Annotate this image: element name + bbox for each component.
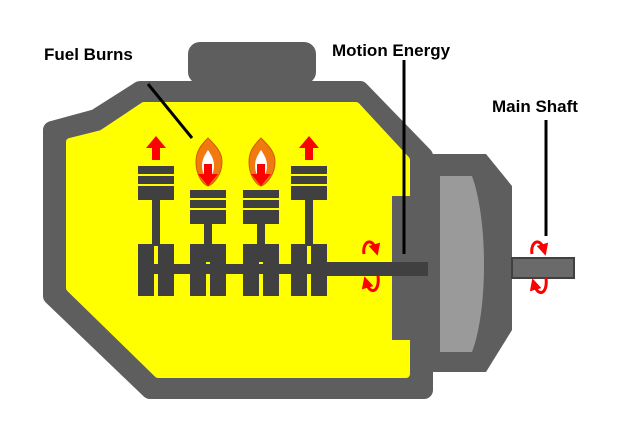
rotation-arrow-icon [361, 240, 381, 292]
piston-assembly [243, 190, 279, 296]
engine-top-cap [188, 42, 316, 84]
label-fuel-burns: Fuel Burns [44, 45, 133, 64]
rotation-arrow-icon [529, 240, 549, 294]
arrow-up-icon [299, 136, 319, 160]
flywheel [440, 176, 484, 352]
piston-assembly [291, 166, 327, 296]
label-main-shaft: Main Shaft [492, 97, 578, 116]
flame-icon [248, 137, 276, 187]
engine-interior [66, 102, 410, 378]
leader-line [146, 83, 194, 139]
label-motion-energy: Motion Energy [332, 41, 451, 60]
crankshaft-line [144, 264, 326, 274]
flame-icon [195, 137, 223, 187]
main-shaft [511, 257, 575, 279]
piston-assembly [138, 166, 174, 296]
crank-shaft [322, 262, 428, 276]
piston-assembly [190, 190, 226, 296]
arrow-up-icon [146, 136, 166, 160]
